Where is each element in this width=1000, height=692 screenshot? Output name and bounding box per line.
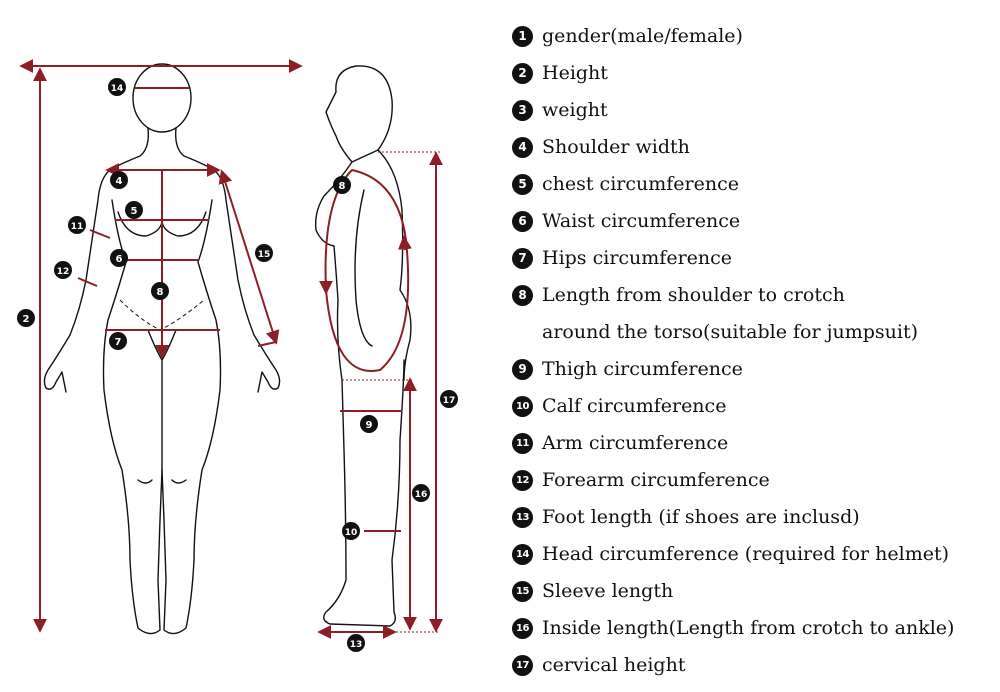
marker-12: 12 xyxy=(54,261,72,279)
legend-text: weight xyxy=(542,99,608,121)
legend-number-badge: 8 xyxy=(512,285,533,306)
legend-text: cervical height xyxy=(542,654,686,676)
legend-text: Hips circumference xyxy=(542,247,733,269)
marker-5: 5 xyxy=(125,201,143,219)
svg-text:2: 2 xyxy=(23,314,30,325)
marker-2: 2 xyxy=(17,309,35,327)
legend-number-badge: 10 xyxy=(512,396,533,417)
svg-text:16: 16 xyxy=(415,490,428,500)
legend-number-badge: 3 xyxy=(512,100,533,121)
svg-text:10: 10 xyxy=(345,528,358,538)
legend-text: Head circumference (required for helmet) xyxy=(542,543,950,565)
legend-text: Length from shoulder to crotch xyxy=(542,284,845,306)
legend-number-badge: 7 xyxy=(512,248,533,269)
svg-text:17: 17 xyxy=(443,396,456,406)
legend-item-5: 5 chest circumference xyxy=(510,166,990,203)
legend-number-badge: 4 xyxy=(512,137,533,158)
legend-item-17: 17 cervical height xyxy=(510,647,990,684)
side-marker-17: 17 xyxy=(440,390,458,408)
legend-text: gender(male/female) xyxy=(542,25,743,47)
svg-text:8: 8 xyxy=(157,287,164,298)
legend-text-continued: around the torso(suitable for jumpsuit) xyxy=(542,321,919,343)
legend-text: Arm circumference xyxy=(542,432,729,454)
legend-number-badge: 6 xyxy=(512,211,533,232)
marker-14: 14 xyxy=(108,78,126,96)
legend-item-8-continued: around the torso(suitable for jumpsuit) xyxy=(510,314,990,351)
legend-number-badge: 11 xyxy=(512,433,533,454)
legend-item-11: 11 Arm circumference xyxy=(510,425,990,462)
svg-text:5: 5 xyxy=(131,206,138,217)
body-measurement-diagram: 14 4 5 11 6 12 15 8 2 7 8 17 9 16 10 13 xyxy=(17,59,458,652)
svg-text:7: 7 xyxy=(115,337,122,348)
legend-item-4: 4 Shoulder width xyxy=(510,129,990,166)
svg-text:6: 6 xyxy=(116,254,123,265)
legend-text: Calf circumference xyxy=(542,395,727,417)
legend-text: Sleeve length xyxy=(542,580,674,602)
svg-text:8: 8 xyxy=(339,181,346,192)
svg-text:14: 14 xyxy=(111,84,124,94)
legend-item-3: 3 weight xyxy=(510,92,990,129)
side-marker-10: 10 xyxy=(342,522,360,540)
legend-item-16: 16 Inside length(Length from crotch to an… xyxy=(510,610,990,647)
legend-number-badge: 15 xyxy=(512,581,533,602)
legend-number-badge: 12 xyxy=(512,470,533,491)
side-marker-9: 9 xyxy=(360,415,378,433)
legend-item-2: 2 Height xyxy=(510,55,990,92)
legend-text: chest circumference xyxy=(542,173,739,195)
svg-text:11: 11 xyxy=(71,222,84,232)
legend-item-6: 6 Waist circumference xyxy=(510,203,990,240)
legend-text: Inside length(Length from crotch to ankl… xyxy=(542,617,955,639)
legend-item-14: 14 Head circumference (required for helme… xyxy=(510,536,990,573)
legend-number-badge: 14 xyxy=(512,544,533,565)
legend-text: Shoulder width xyxy=(542,136,690,158)
marker-15: 15 xyxy=(255,244,273,262)
svg-text:13: 13 xyxy=(350,640,363,650)
legend-number-badge: 13 xyxy=(512,507,533,528)
legend-text: Height xyxy=(542,62,608,84)
svg-text:12: 12 xyxy=(57,267,70,277)
measurement-legend: 1 gender(male/female) 2 Height 3 weight 4 Shoul… xyxy=(510,18,990,684)
legend-number-badge: 16 xyxy=(512,618,533,639)
legend-text: Forearm circumference xyxy=(542,469,770,491)
legend-item-13: 13 Foot length (if shoes are inclusd) xyxy=(510,499,990,536)
legend-item-1: 1 gender(male/female) xyxy=(510,18,990,55)
marker-4: 4 xyxy=(110,171,128,189)
legend-item-15: 15 Sleeve length xyxy=(510,573,990,610)
marker-11: 11 xyxy=(68,216,86,234)
legend-item-9: 9 Thigh circumference xyxy=(510,351,990,388)
legend-item-8: 8 Length from shoulder to crotch xyxy=(510,277,990,314)
legend-text: Thigh circumference xyxy=(542,358,743,380)
side-marker-8: 8 xyxy=(333,176,351,194)
marker-7: 7 xyxy=(109,332,127,350)
side-measure-lines xyxy=(317,151,443,639)
front-measure-lines xyxy=(19,59,303,633)
legend-number-badge: 5 xyxy=(512,174,533,195)
legend-text: Waist circumference xyxy=(542,210,741,232)
side-marker-13: 13 xyxy=(347,634,365,652)
legend-item-12: 12 Forearm circumference xyxy=(510,462,990,499)
legend-number-badge: 1 xyxy=(512,26,533,47)
side-marker-16: 16 xyxy=(412,484,430,502)
svg-text:9: 9 xyxy=(366,420,373,431)
legend-number-badge: 9 xyxy=(512,359,533,380)
legend-text: Foot length (if shoes are inclusd) xyxy=(542,506,860,528)
svg-text:4: 4 xyxy=(116,176,123,187)
legend-item-7: 7 Hips circumference xyxy=(510,240,990,277)
legend-number-badge: 2 xyxy=(512,63,533,84)
svg-text:15: 15 xyxy=(258,250,271,260)
marker-8: 8 xyxy=(151,282,169,300)
legend-item-10: 10 Calf circumference xyxy=(510,388,990,425)
marker-6: 6 xyxy=(110,249,128,267)
legend-number-badge: 17 xyxy=(512,655,533,676)
